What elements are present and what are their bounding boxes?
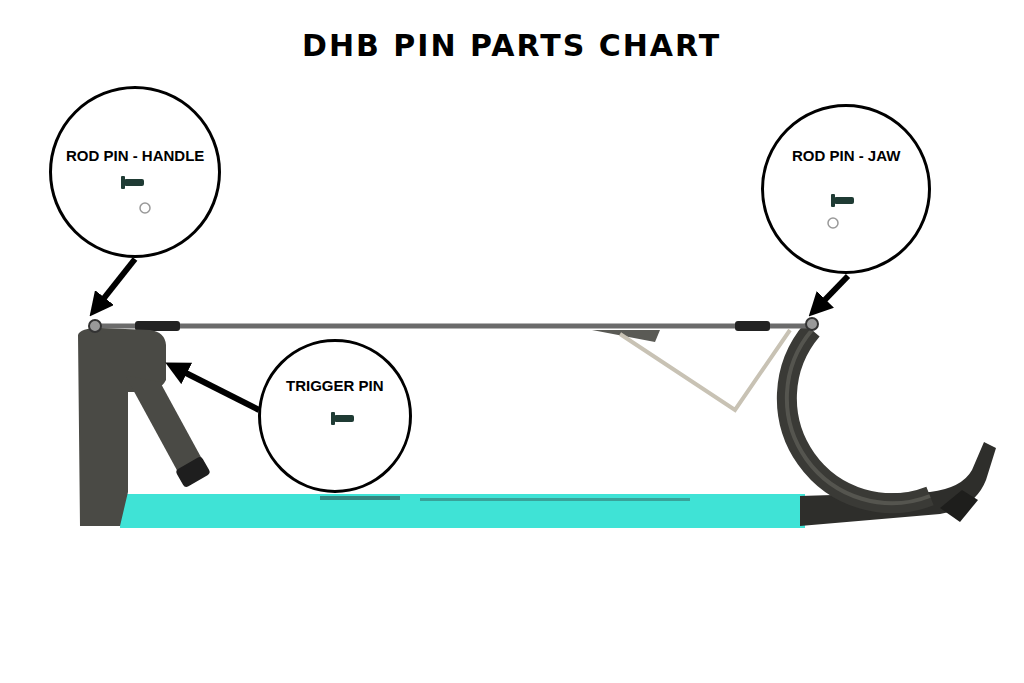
part-label: ROD PIN - JAW: [792, 147, 900, 164]
rod-sleeve: [135, 321, 180, 331]
jaw-pin: [806, 318, 818, 330]
teal-tube: [120, 494, 805, 528]
chart-title: DHB PIN PARTS CHART: [302, 28, 721, 63]
handle-grip: [78, 328, 166, 526]
upper-jaw: [787, 330, 930, 503]
part-label: TRIGGER PIN: [286, 377, 384, 394]
handle-pin: [89, 320, 101, 332]
tube-print: [420, 498, 690, 501]
leader-arrow: [817, 276, 848, 308]
rod-pin-icon: [828, 194, 854, 228]
part-label: ROD PIN - HANDLE: [66, 147, 204, 164]
trigger-pin-icon: [331, 412, 354, 425]
rod-sleeve: [735, 321, 770, 331]
callout-circle: ROD PIN - JAW: [761, 104, 931, 274]
v-bracket: [620, 330, 790, 410]
callout-circle: ROD PIN - HANDLE: [49, 86, 221, 258]
jaw-tip: [940, 490, 978, 522]
upper-jaw-edge: [787, 330, 930, 503]
leader-arrow: [176, 368, 259, 410]
callout-circle: TRIGGER PIN: [258, 339, 412, 493]
trigger-cap: [175, 456, 211, 488]
rod-pin-icon: [121, 176, 150, 213]
leader-arrow: [97, 259, 135, 307]
tube-print: [320, 496, 400, 500]
push-rod: [95, 324, 815, 329]
